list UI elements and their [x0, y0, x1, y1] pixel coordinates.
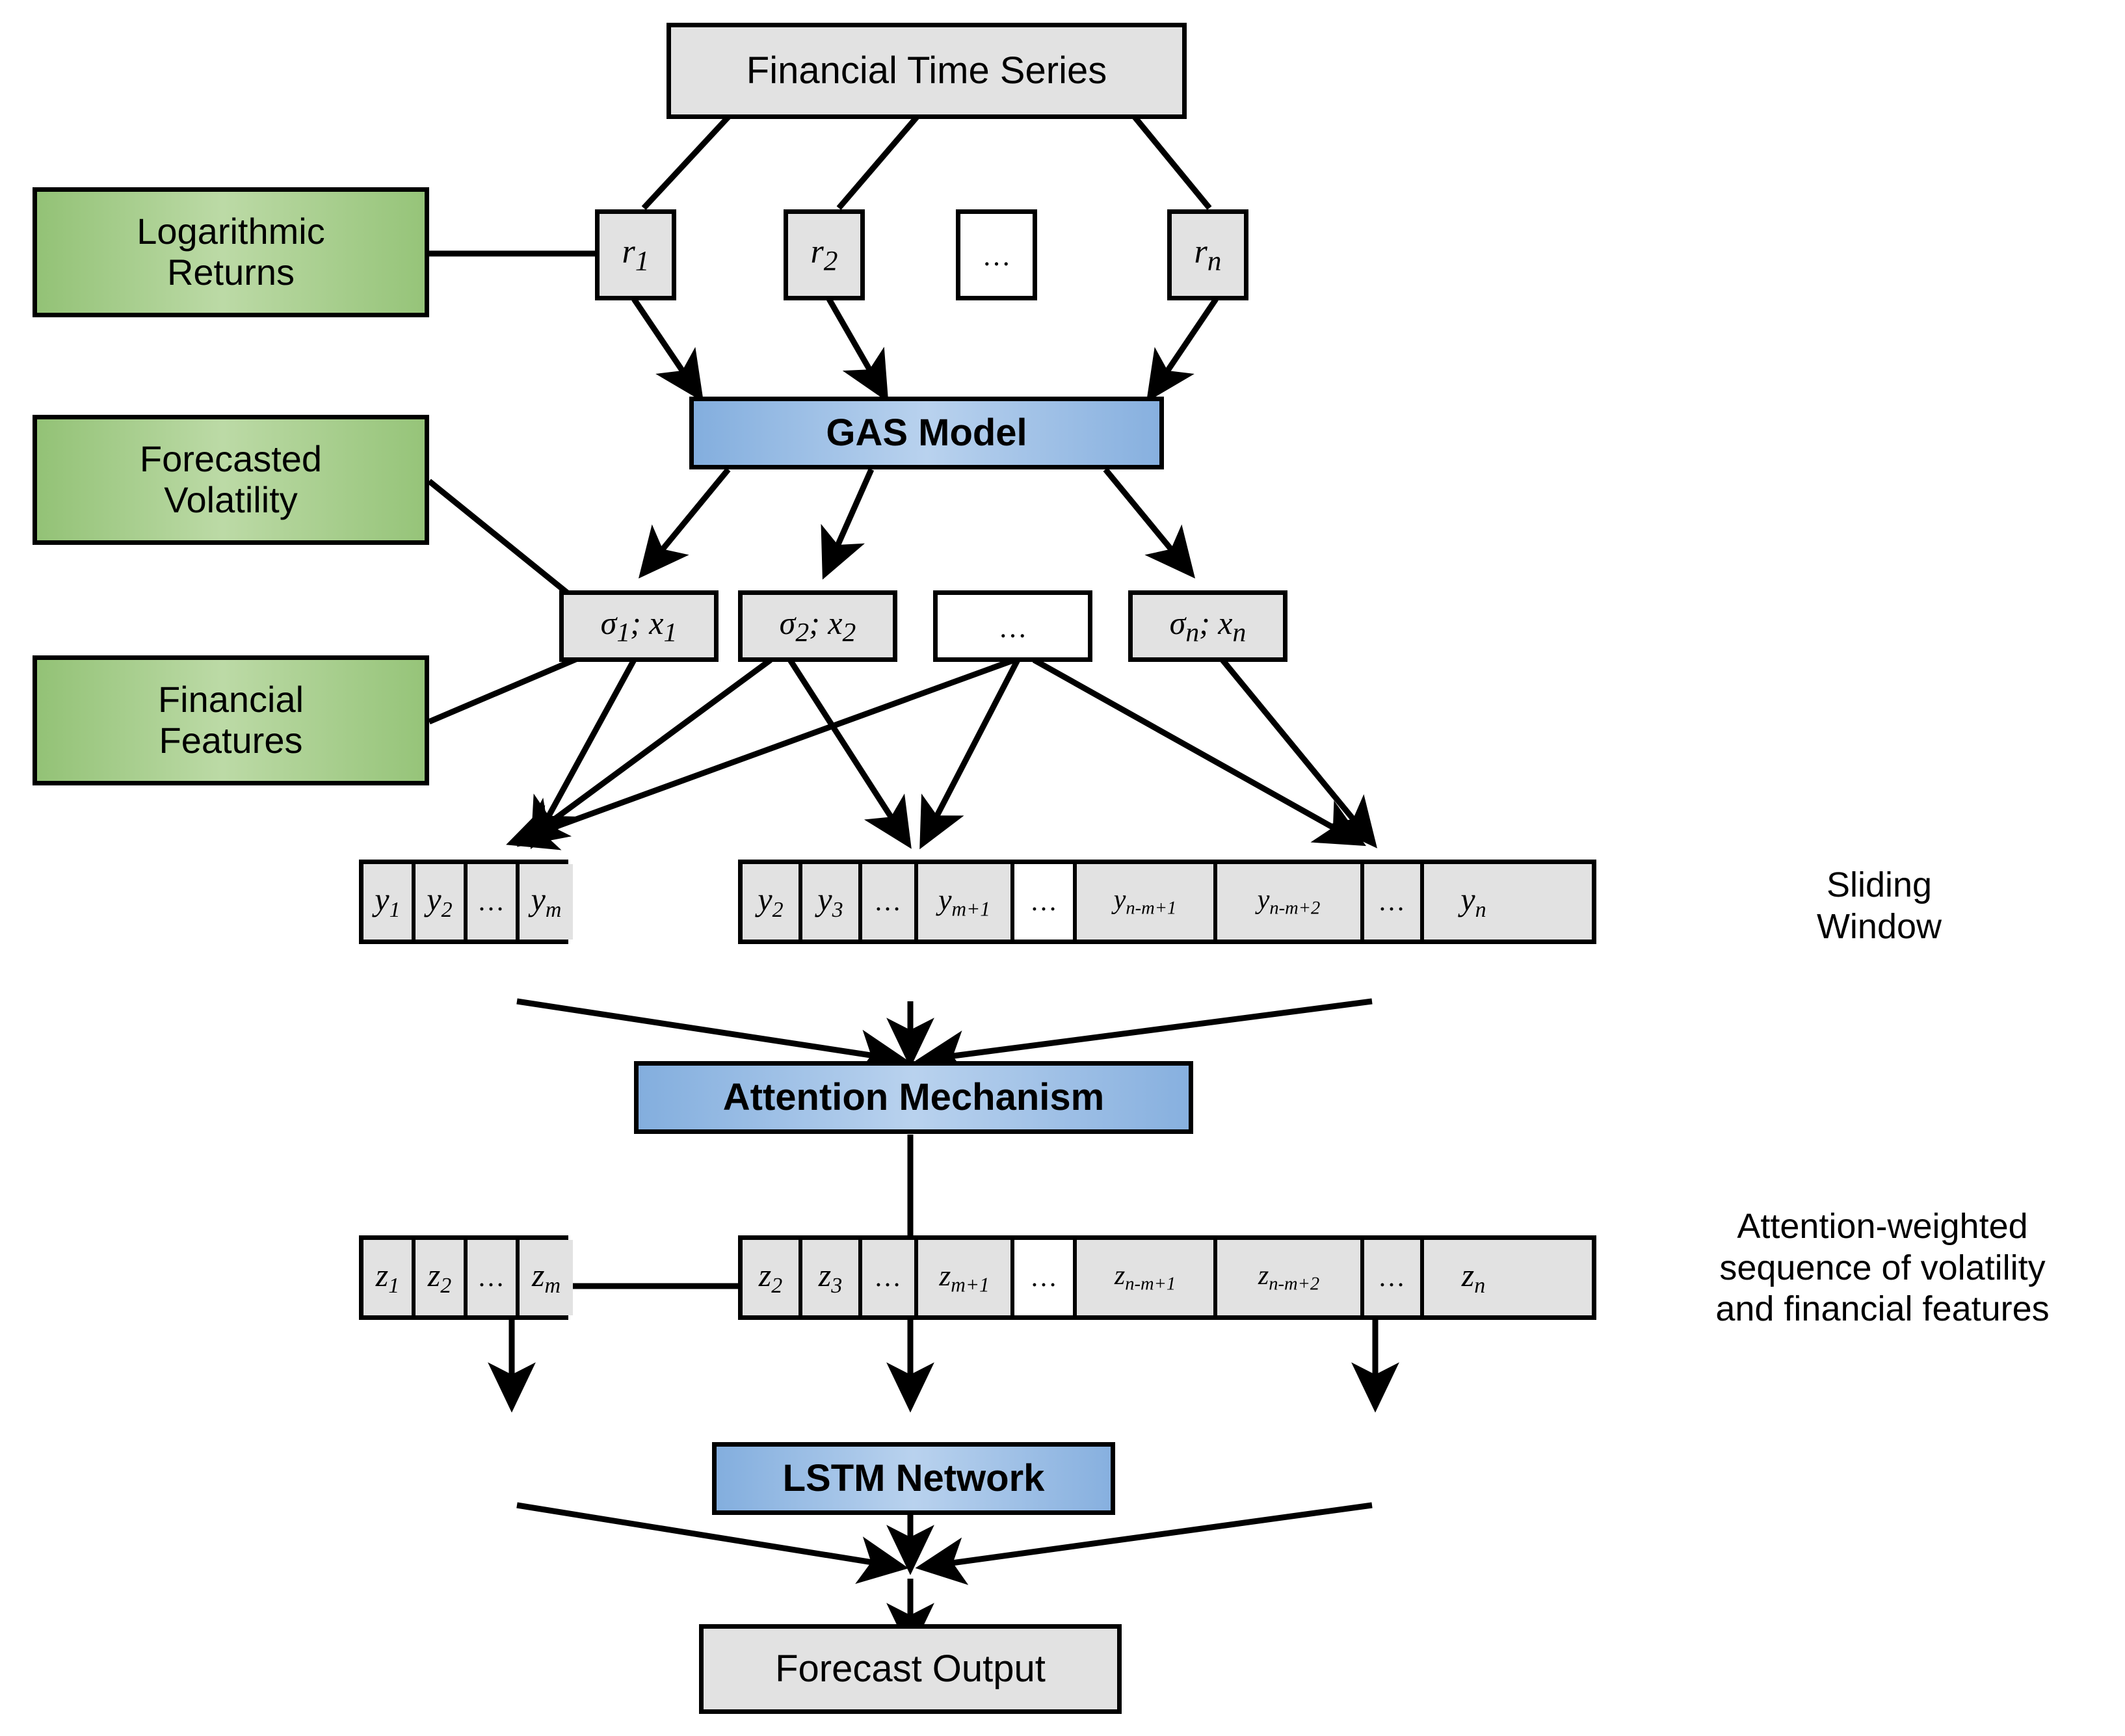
annotation-financial-features[interactable]: Financial Features — [33, 655, 429, 785]
z-window-b-cell[interactable]: z2 — [743, 1240, 802, 1315]
return-r1-label: r1 — [622, 233, 650, 276]
sigma-ellipsis-label: … — [998, 612, 1027, 644]
y-window-b-cell[interactable]: … — [862, 864, 918, 940]
z-window-b-cell[interactable]: z3 — [802, 1240, 862, 1315]
edge-fts-r2 — [836, 115, 919, 210]
return-rn-label: rn — [1194, 233, 1222, 276]
node-return-r1[interactable]: r1 — [595, 209, 676, 300]
y-window-b-cell[interactable]: ym+1 — [918, 864, 1014, 940]
edge-volatility-s1 — [427, 479, 584, 607]
node-financial-time-series[interactable]: Financial Time Series — [667, 23, 1187, 119]
sigma-1-label: σ1; x1 — [600, 604, 678, 648]
annotation-logarithmic-returns[interactable]: Logarithmic Returns — [33, 187, 429, 317]
node-return-rn[interactable]: rn — [1167, 209, 1248, 300]
edge-s2-win2 — [787, 658, 912, 849]
z-window-a-cell[interactable]: z2 — [416, 1240, 468, 1315]
edge-r2-gas — [826, 297, 889, 402]
node-return-ellipsis[interactable]: … — [956, 209, 1037, 300]
node-sigma-2[interactable]: σ2; x2 — [738, 590, 897, 662]
y-window-a-cell[interactable]: y1 — [363, 864, 416, 940]
y-window-b-cell[interactable]: … — [1014, 864, 1077, 940]
z-window-b-cell[interactable]: … — [862, 1240, 918, 1315]
ellipsis-icon: … — [477, 1263, 506, 1293]
y-window-a-cell[interactable]: y2 — [416, 864, 468, 940]
z-window-a-cell[interactable]: zm — [520, 1240, 573, 1315]
edge-rn-gas — [1146, 297, 1219, 402]
edge-fts-r1 — [641, 114, 731, 211]
edge-gas-s2 — [821, 468, 875, 580]
node-return-r2[interactable]: r2 — [784, 209, 865, 300]
node-sigma-ellipsis[interactable]: … — [933, 590, 1092, 662]
node-forecast-output[interactable]: Forecast Output — [699, 1624, 1122, 1714]
ellipsis-icon: … — [1030, 1263, 1057, 1293]
ellipsis-icon: … — [477, 887, 506, 917]
y-window-b-cell[interactable]: yn-m+2 — [1217, 864, 1364, 940]
edge-s1-win1 — [530, 658, 637, 850]
ellipsis-icon: … — [874, 1263, 903, 1293]
edge-r1-gas — [631, 297, 704, 402]
y-window-b-cell[interactable]: y2 — [743, 864, 802, 940]
edge-gas-sn — [1103, 467, 1196, 579]
edge-sdots-win3 — [1032, 657, 1366, 847]
edge-sdots-win2 — [919, 658, 1020, 850]
return-r2-label: r2 — [810, 233, 838, 276]
z-window-b-cell[interactable]: zn — [1424, 1240, 1523, 1315]
z-window-b-cell[interactable]: zm+1 — [918, 1240, 1014, 1315]
y-window-b-cell[interactable]: y3 — [802, 864, 862, 940]
z-window-a-cell[interactable]: … — [468, 1240, 520, 1315]
y-window-a-cell[interactable]: … — [468, 864, 520, 940]
ellipsis-icon: … — [1030, 887, 1057, 917]
z-window-b-cell[interactable]: zn-m+1 — [1077, 1240, 1217, 1315]
edge-gas-s1 — [638, 467, 731, 579]
sigma-n-label: σn; xn — [1169, 604, 1247, 648]
z-window-a-cell[interactable]: z1 — [363, 1240, 416, 1315]
z-window-b-cell[interactable]: … — [1364, 1240, 1424, 1315]
edge-y1-attention — [516, 998, 909, 1077]
y-window-a-cell[interactable]: ym — [520, 864, 573, 940]
edge-s2-win1 — [516, 657, 772, 847]
edge-features-s1 — [428, 653, 583, 725]
ellipsis-icon: … — [1378, 1263, 1406, 1293]
ellipsis-icon: … — [1378, 887, 1406, 917]
y-window-b-cell[interactable]: yn — [1424, 864, 1523, 940]
z-window-b-cell[interactable]: zn-m+2 — [1217, 1240, 1364, 1315]
caption-sliding-window: Sliding Window — [1816, 865, 1942, 946]
y-window-b-cell[interactable]: yn-m+1 — [1077, 864, 1217, 940]
edge-yn-attention — [915, 998, 1373, 1079]
node-gas-model[interactable]: GAS Model — [689, 397, 1164, 469]
ellipsis-icon: … — [874, 887, 903, 917]
node-sigma-1[interactable]: σ1; x1 — [559, 590, 719, 662]
sigma-2-label: σ2; x2 — [779, 604, 856, 648]
z-window-b-cell[interactable]: … — [1014, 1240, 1077, 1315]
edge-fts-rn — [1132, 115, 1212, 210]
y-window-b-cell[interactable]: … — [1364, 864, 1424, 940]
node-lstm-network[interactable]: LSTM Network — [712, 1442, 1115, 1515]
annotation-forecasted-volatility[interactable]: Forecasted Volatility — [33, 415, 429, 545]
caption-attention-weighted: Attention-weighted sequence of volatilit… — [1715, 1207, 2050, 1329]
edge-sdots-win1 — [506, 657, 1016, 850]
node-attention-mechanism[interactable]: Attention Mechanism — [634, 1061, 1193, 1134]
return-ellipsis-label: … — [982, 239, 1011, 272]
edge-sn-win3 — [1220, 658, 1377, 848]
node-sigma-n[interactable]: σn; xn — [1128, 590, 1287, 662]
